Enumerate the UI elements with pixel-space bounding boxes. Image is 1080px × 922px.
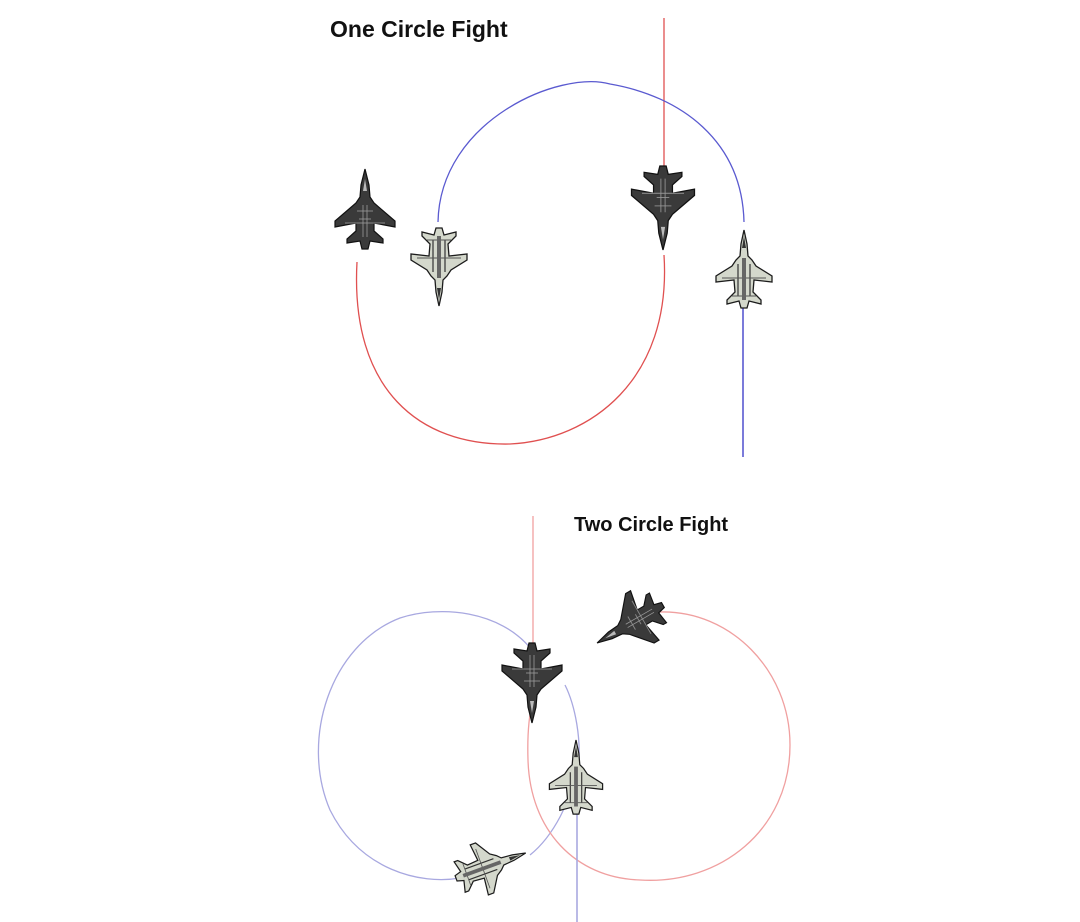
red-fighter-icon	[501, 642, 563, 724]
blue-fighter-icon	[446, 827, 536, 904]
one-circle-diagram: One Circle Fight	[330, 16, 773, 457]
two-circle-diagram: Two Circle Fight	[317, 514, 791, 922]
red-fighter-icon	[582, 579, 678, 669]
blue-fighter-icon	[715, 229, 773, 309]
two-circle-title: Two Circle Fight	[574, 514, 728, 536]
blue-fighter-icon	[548, 739, 604, 815]
red-turn-circle	[527, 611, 791, 881]
red-fighter-icon	[630, 165, 696, 251]
one-circle-title: One Circle Fight	[330, 16, 508, 42]
red-fighter-icon	[334, 168, 396, 250]
blue-upper-arc	[437, 81, 745, 223]
blue-fighter-icon	[410, 227, 468, 307]
red-lower-arc	[355, 254, 666, 445]
